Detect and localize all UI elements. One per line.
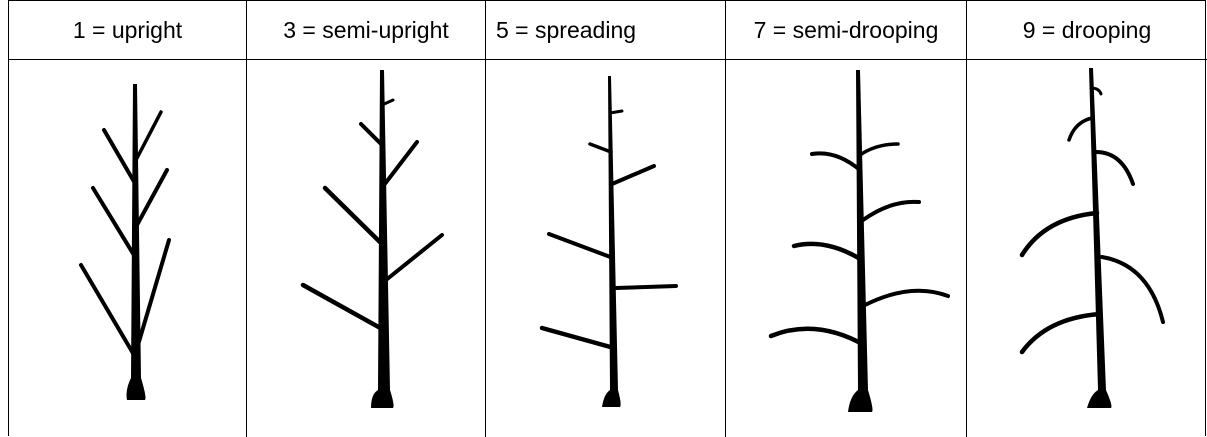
header-semi-upright: 3 = semi-upright (247, 1, 485, 60)
header-upright: 1 = upright (9, 1, 246, 60)
tree-spreading-illustration (539, 76, 678, 407)
header-drooping: 9 = drooping (967, 1, 1207, 60)
tree-semi-upright-figure (247, 60, 485, 437)
tree-semi-drooping-illustration (768, 70, 950, 412)
column-semi-drooping: 7 = semi-drooping (726, 1, 967, 437)
header-semi-drooping: 7 = semi-drooping (726, 1, 966, 60)
tree-spreading-figure (486, 60, 725, 437)
column-spreading: 5 = spreading (486, 1, 726, 437)
header-spreading: 5 = spreading (486, 1, 725, 60)
tree-semi-drooping-figure (726, 60, 966, 437)
tree-drooping-figure (967, 60, 1207, 437)
column-drooping: 9 = drooping (967, 1, 1207, 437)
branching-habit-table: 1 = upright 3 = semi-upright (8, 0, 1207, 437)
column-semi-upright: 3 = semi-upright (247, 1, 486, 437)
tree-drooping-illustration (1019, 68, 1165, 408)
tree-semi-upright-illustration (300, 70, 444, 408)
tree-upright-figure (9, 60, 246, 437)
column-upright: 1 = upright (9, 1, 247, 437)
tree-upright-illustration (79, 84, 171, 400)
